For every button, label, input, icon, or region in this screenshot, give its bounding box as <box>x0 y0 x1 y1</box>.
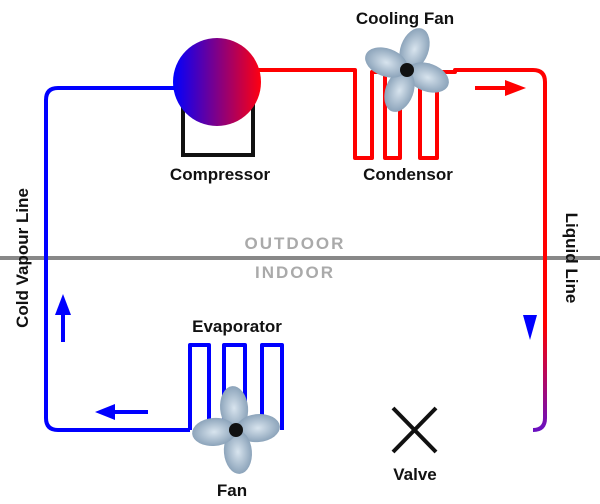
evaporator-fan-icon <box>192 386 280 474</box>
fan-label: Fan <box>217 481 247 500</box>
expansion-valve-icon <box>391 406 438 454</box>
flow-arrow-down-icon <box>523 285 537 340</box>
compressor-label: Compressor <box>170 165 271 184</box>
outdoor-label: OUTDOOR <box>245 234 346 253</box>
cold-vapour-line-pipe <box>44 86 190 432</box>
evaporator-coil-pipe <box>188 343 284 432</box>
flow-arrow-right-icon <box>475 80 526 96</box>
flow-arrow-up-icon <box>55 294 71 342</box>
condensor-label: Condensor <box>363 165 453 184</box>
cooling-fan-label: Cooling Fan <box>356 9 454 28</box>
evaporator-label: Evaporator <box>192 317 282 336</box>
flow-arrow-left-icon <box>95 404 148 420</box>
cold-vapour-line-label: Cold Vapour Line <box>13 188 32 328</box>
liquid-line-label: Liquid Line <box>562 213 581 304</box>
compressor-icon <box>173 38 261 126</box>
indoor-label: INDOOR <box>255 263 335 282</box>
valve-label: Valve <box>393 465 437 484</box>
liquid-line-pipe <box>532 254 547 432</box>
cooling-fan-icon <box>365 28 449 112</box>
